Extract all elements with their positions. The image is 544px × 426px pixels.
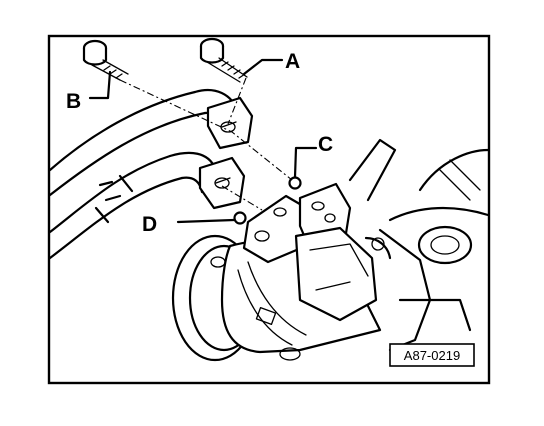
label-a: A — [285, 50, 300, 73]
reference-number: A87-0219 — [404, 348, 460, 363]
leader-c — [293, 146, 318, 179]
label-b: B — [66, 90, 81, 113]
assembly-line-b — [119, 79, 293, 181]
bolt-b — [82, 39, 129, 81]
lower-line-fitting — [198, 156, 246, 210]
bolt-a — [199, 37, 248, 83]
leader-a — [242, 58, 284, 76]
label-c: C — [318, 133, 333, 156]
seal-ring-c — [288, 176, 302, 190]
leader-d — [176, 218, 236, 224]
leader-b — [88, 70, 112, 100]
label-d: D — [142, 213, 157, 236]
reference-box — [389, 343, 475, 367]
compressor-head — [242, 182, 378, 322]
figure-frame — [47, 34, 491, 385]
seal-ring-d — [233, 211, 247, 225]
assembly-line-a — [227, 77, 247, 125]
upper-line-fitting — [206, 96, 254, 150]
